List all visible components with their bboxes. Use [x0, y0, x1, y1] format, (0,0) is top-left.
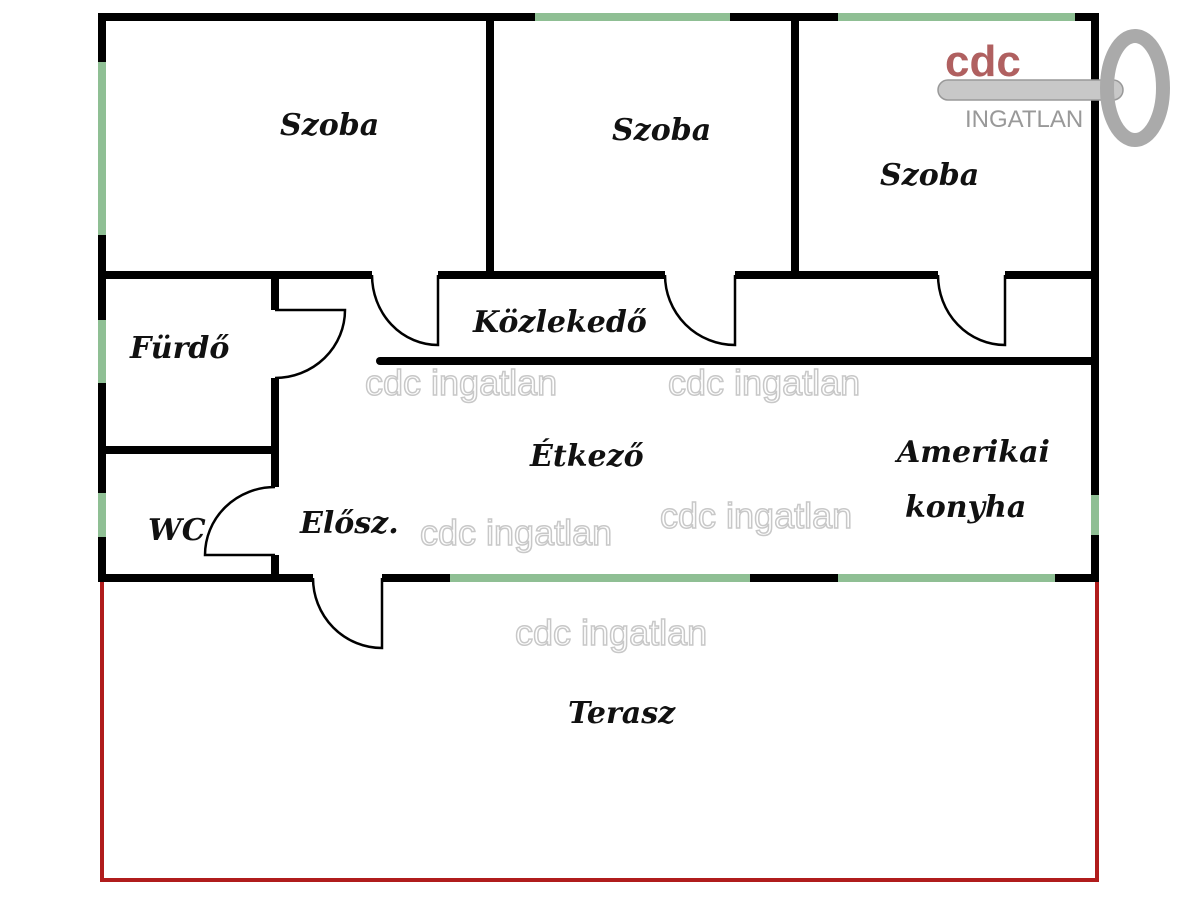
label-konyha: konyha [905, 490, 1026, 525]
watermarks: cdc ingatlan cdc ingatlan cdc ingatlan c… [364, 361, 861, 654]
label-furdo: Fürdő [129, 331, 229, 366]
cdc-logo: cdc INGATLAN [937, 29, 1170, 147]
label-kozlekedo: Közlekedő [472, 305, 647, 340]
door-szoba2 [663, 274, 737, 347]
room-labels: Szoba Szoba Szoba Közlekedő Fürdő WC Elő… [129, 108, 1050, 731]
door-entrance [311, 577, 384, 650]
label-eloszoba: Elősz. [299, 506, 399, 541]
label-terasz: Terasz [568, 696, 676, 731]
watermark: cdc ingatlan [668, 362, 860, 403]
label-amerikai: Amerikai [894, 435, 1050, 470]
label-wc: WC [148, 513, 206, 548]
label-szoba-1: Szoba [280, 108, 379, 143]
label-etkezo: Étkező [529, 438, 644, 474]
label-szoba-3: Szoba [880, 158, 979, 193]
door-furdo [274, 308, 347, 380]
logo-brand: cdc [945, 37, 1021, 86]
door-szoba1 [370, 274, 440, 347]
label-szoba-2: Szoba [612, 113, 711, 148]
watermark: cdc ingatlan [365, 362, 557, 403]
watermark: cdc ingatlan [515, 612, 707, 653]
watermark: cdc ingatlan [420, 512, 612, 553]
door-szoba3 [936, 274, 1007, 347]
doors [203, 274, 1007, 650]
logo-sub: INGATLAN [965, 106, 1083, 133]
watermark: cdc ingatlan [660, 495, 852, 536]
interior-walls [102, 17, 1099, 578]
windows [98, 13, 1099, 582]
door-wc [203, 485, 276, 557]
terrace-outline [100, 582, 1099, 882]
